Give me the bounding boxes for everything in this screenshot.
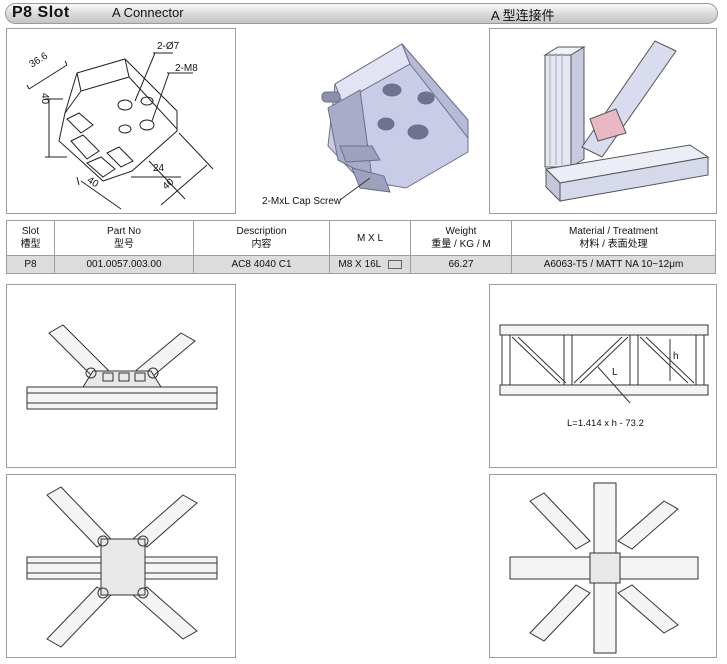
truss-h-label: h	[673, 351, 679, 362]
truss-formula: L=1.414 x h - 73.2	[567, 418, 644, 429]
truss-drawing	[499, 324, 709, 404]
assembly-render	[543, 40, 710, 203]
product-name-en: A Connector	[112, 5, 184, 20]
table-row: P8 001.0057.003.00 AC8 4040 C1 M8 X 16L …	[6, 255, 716, 274]
cell-slot: P8	[6, 255, 55, 274]
application-x-joint-panel	[6, 474, 236, 658]
assembly-render-panel	[489, 28, 717, 214]
star-drawing	[509, 482, 699, 654]
screw-icon	[387, 259, 402, 269]
dim-40-left-label: 40	[39, 92, 51, 105]
application-star-panel	[489, 474, 717, 658]
dim-24-label: 24	[153, 163, 165, 174]
thread-label: 2-M8	[175, 63, 198, 74]
cell-material: A6063-T5 / MATT NA 10~12μm	[511, 255, 716, 274]
connector-render-image	[321, 43, 469, 201]
truss-l-label: L	[612, 367, 618, 378]
dimension-drawing-panel: 36.6 40 40 24 40 2-Ø7 2-M8	[6, 28, 236, 214]
hole-label: 2-Ø7	[157, 41, 180, 52]
product-name-zh: A 型连接件	[491, 8, 555, 23]
cell-mxl: M8 X 16L	[329, 255, 411, 274]
cell-description: AC8 4040 C1	[193, 255, 330, 274]
application-a-frame-panel	[6, 284, 236, 468]
slot-title: P8 Slot	[12, 4, 70, 21]
x-joint-drawing	[26, 486, 218, 648]
a-frame-drawing	[26, 324, 218, 410]
cell-weight: 66.27	[410, 255, 512, 274]
title-bar: P8 Slot A Connector A 型连接件	[5, 3, 718, 24]
cap-screw-label: 2-MxL Cap Screw	[262, 196, 342, 207]
connector-render: 2-MxL Cap Screw	[240, 28, 485, 214]
application-truss-panel: h L	[489, 284, 717, 468]
dimension-drawing	[26, 52, 214, 210]
header-mxl: M X L	[329, 220, 411, 256]
cell-part-no: 001.0057.003.00	[54, 255, 194, 274]
